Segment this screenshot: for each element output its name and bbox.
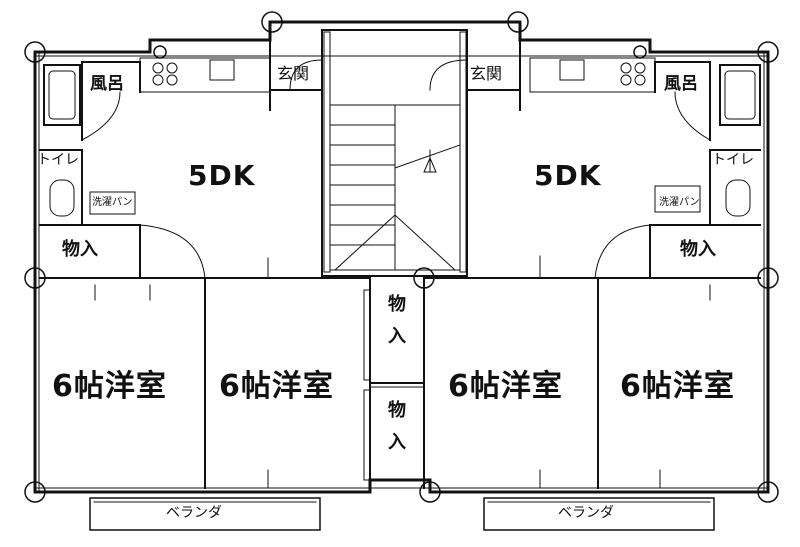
tick-marks xyxy=(94,255,711,489)
right-room-a-label: 6帖洋室 xyxy=(448,369,563,404)
center-closet-top-label: 物入 xyxy=(385,294,406,358)
left-dk-label: 5DK xyxy=(188,159,256,192)
right-veranda-label: ベランダ xyxy=(558,505,614,521)
left-room-a-label: 6帖洋室 xyxy=(52,369,167,404)
left-unit-walls xyxy=(39,29,371,489)
left-veranda-label: ベランダ xyxy=(166,505,222,521)
right-entrance-label: 玄関 xyxy=(470,64,503,83)
stair-core xyxy=(321,29,468,277)
right-unit-walls xyxy=(423,29,761,489)
center-closet-bottom-label: 物入 xyxy=(385,400,406,464)
left-entrance-label: 玄関 xyxy=(277,64,310,83)
left-toilet-label: トイレ xyxy=(37,152,79,168)
right-bath-label: 風呂 xyxy=(664,74,698,94)
left-closet-label: 物入 xyxy=(62,239,98,260)
left-room-b-label: 6帖洋室 xyxy=(219,369,334,404)
left-bath-label: 風呂 xyxy=(90,74,124,94)
verandas xyxy=(89,497,715,531)
right-toilet-label: トイレ xyxy=(712,152,754,168)
right-room-b-label: 6帖洋室 xyxy=(620,369,735,404)
right-laundry-label: 洗濯パン xyxy=(659,197,700,208)
right-dk-label: 5DK xyxy=(534,159,602,192)
left-laundry-label: 洗濯パン xyxy=(92,197,133,208)
right-closet-label: 物入 xyxy=(680,239,716,260)
center-closet-walls xyxy=(363,277,425,489)
